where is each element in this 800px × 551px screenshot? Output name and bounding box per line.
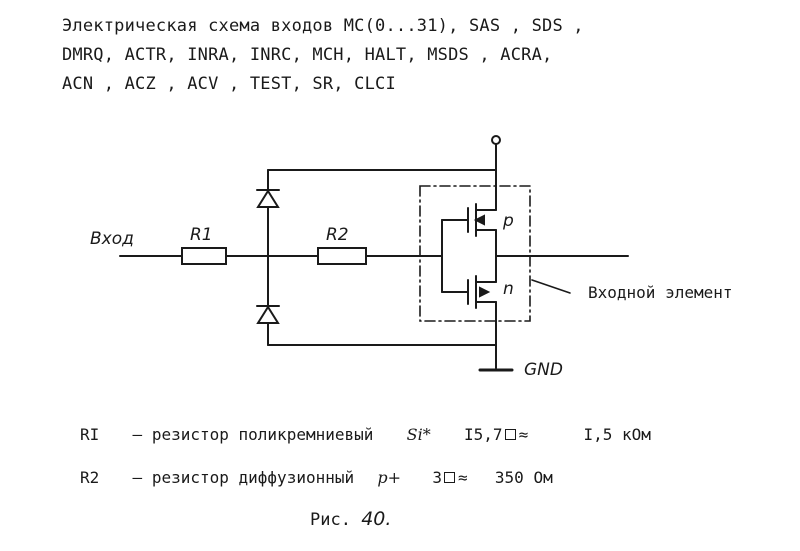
n-label: n: [503, 279, 514, 299]
r2-resistor: [317, 247, 367, 265]
legend-row-r2: R2 – резистор диффузионный p+ 3 ≈ 350 Ом: [80, 468, 553, 487]
legend-r1-value: I5,7: [464, 425, 503, 444]
vdd-terminal: [491, 135, 501, 145]
p-transistor: [467, 203, 497, 273]
p-label: p: [502, 211, 514, 231]
legend-r2-dash: –: [132, 468, 143, 487]
input-element-leader: [531, 279, 571, 294]
legend-row-r1: RI – резистор поликремниевый Si* I5,7 ≈ I…: [80, 425, 651, 444]
upper-diode: [256, 189, 280, 208]
square-icon: [504, 429, 516, 440]
legend-r1-resistance: I,5 кОм: [583, 425, 651, 444]
r1-label: R1: [190, 225, 213, 245]
caption-prefix: Рис.: [310, 510, 351, 530]
r2-label: R2: [326, 225, 349, 245]
legend-r2-value: 3: [432, 468, 442, 487]
legend-r2-desc: резистор диффузионный: [151, 468, 355, 487]
legend-r2-approx: ≈: [457, 468, 468, 487]
n-transistor: [467, 271, 497, 369]
legend-r1-desc: резистор поликремниевый: [151, 425, 374, 444]
legend-r1-name: RI: [80, 425, 100, 444]
legend-r1-dash: –: [132, 425, 143, 444]
square-icon: [443, 472, 455, 483]
input-element-label: Входной элемент: [588, 283, 733, 302]
heading-line-3: ACN , ACZ , ACV , TEST, SR, CLCI: [62, 74, 396, 94]
gnd-label: GND: [524, 360, 563, 380]
heading-line-2: DMRQ, ACTR, INRA, INRC, MCH, HALT, MSDS …: [62, 45, 553, 65]
legend-r2-symbol: p+: [377, 468, 402, 487]
legend-r2-resistance: 350 Ом: [494, 468, 553, 487]
r1-resistor: [181, 247, 227, 265]
caption-number: 40.: [361, 508, 392, 530]
legend-r1-approx: ≈: [518, 425, 529, 444]
heading-line-1: Электрическая схема входов MC(0...31), S…: [62, 16, 584, 36]
figure-caption: Рис. 40.: [310, 508, 391, 530]
input-element-boundary: [419, 185, 531, 322]
lower-diode: [256, 305, 280, 324]
input-label: Вход: [90, 229, 134, 249]
diagram-heading: Электрическая схема входов MC(0...31), S…: [62, 12, 742, 99]
legend-r1-symbol: Si*: [406, 425, 431, 444]
legend-r2-name: R2: [80, 468, 100, 487]
